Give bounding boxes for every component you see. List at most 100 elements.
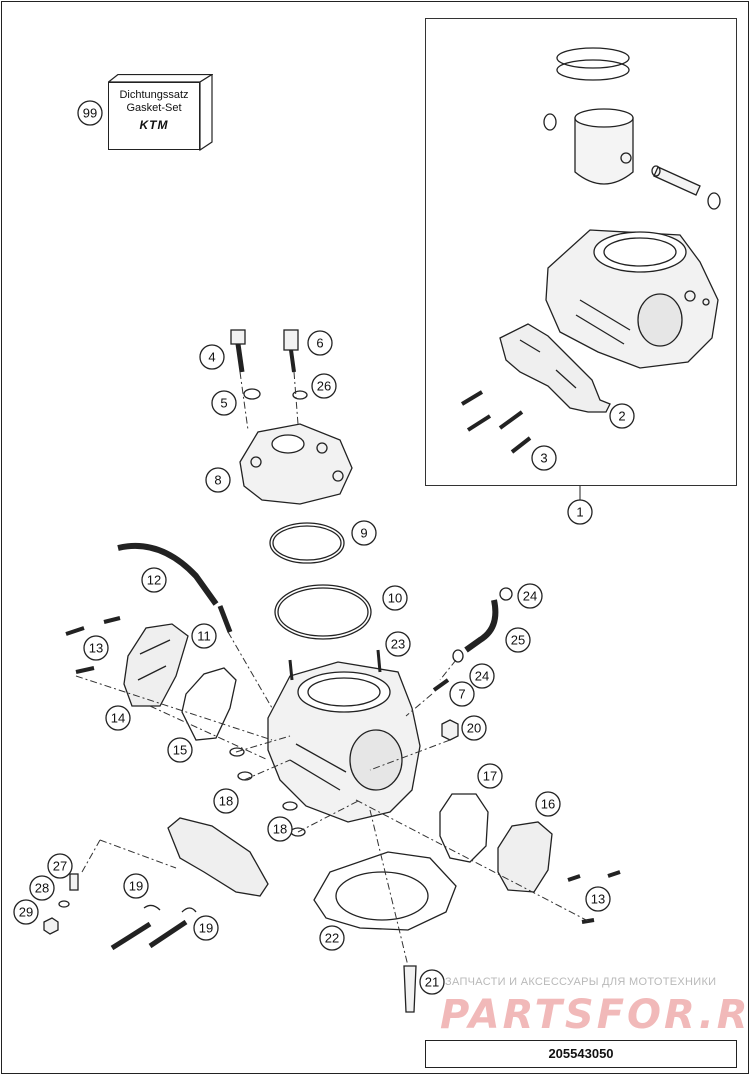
temperature-sensor — [283, 329, 299, 373]
callout-circle — [461, 715, 487, 741]
gasket-set-box: Dichtungssatz Gasket-Set KTM — [108, 74, 213, 152]
callout-c18a: 18 — [213, 788, 239, 814]
callout-c4: 4 — [199, 344, 225, 370]
callout-label: 24 — [523, 589, 537, 604]
piston — [574, 108, 634, 185]
callout-circle — [517, 583, 543, 609]
callout-c24b: 24 — [469, 663, 495, 689]
callout-circle — [193, 915, 219, 941]
callout-circle — [167, 737, 193, 763]
piston-pin — [651, 165, 701, 196]
callout-c7: 7 — [449, 681, 475, 707]
callout-label: 25 — [511, 633, 525, 648]
washer-18a — [229, 747, 245, 757]
right-cover — [497, 821, 553, 893]
callout-c25: 25 — [505, 627, 531, 653]
callout-label: 99 — [83, 106, 97, 121]
callout-label: 5 — [220, 396, 227, 411]
callout-circle — [211, 390, 237, 416]
callout-label: 14 — [111, 711, 125, 726]
callout-label: 21 — [425, 975, 439, 990]
callout-label: 4 — [208, 350, 215, 365]
watermark-brand: PARTSFOR.RU — [440, 992, 752, 1038]
callout-circle — [29, 875, 55, 901]
clamp-24-upper — [499, 587, 513, 601]
clip-19a — [143, 904, 161, 911]
callout-c21: 21 — [419, 969, 445, 995]
callout-circle — [585, 886, 611, 912]
water-hose-25 — [464, 599, 499, 653]
callout-c6: 6 — [307, 330, 333, 356]
callout-label: 13 — [591, 892, 605, 907]
breather-hose — [117, 542, 219, 606]
gasket-label-de: Dichtungssatz — [119, 89, 189, 101]
callout-layer: 1234567891011121313141516171818191920212… — [13, 100, 635, 995]
washer-28 — [58, 900, 70, 908]
callout-label: 11 — [197, 629, 211, 644]
washer-18c — [282, 801, 298, 811]
base-gasket-bore — [335, 871, 429, 921]
callout-c12: 12 — [141, 567, 167, 593]
callout-c9: 9 — [351, 520, 377, 546]
callout-circle — [311, 373, 337, 399]
nut-20 — [441, 719, 459, 741]
ktm-logo: KTM — [139, 118, 169, 132]
callout-label: 13 — [89, 641, 103, 656]
callout-circle — [609, 403, 635, 429]
diagram-part-number: 205543050 — [425, 1040, 737, 1068]
head-o-ring-outer-edge — [277, 587, 369, 637]
fitting-7 — [432, 678, 450, 692]
lower-bolt-left — [110, 921, 152, 951]
callout-c17: 17 — [477, 763, 503, 789]
callout-label: 2 — [618, 409, 625, 424]
callout-c20: 20 — [461, 715, 487, 741]
clamp-24-lower — [452, 649, 464, 663]
callout-c5: 5 — [211, 390, 237, 416]
callout-label: 24 — [475, 669, 489, 684]
callout-circle — [123, 873, 149, 899]
head-o-ring-inner — [269, 522, 345, 564]
callout-c14: 14 — [105, 705, 131, 731]
gasket-box-front: Dichtungssatz Gasket-Set KTM — [108, 82, 200, 150]
callout-c1: 1 — [567, 499, 593, 525]
kit-cylinder — [545, 229, 719, 369]
callout-circle — [83, 635, 109, 661]
callout-label: 7 — [458, 687, 465, 702]
callout-label: 16 — [541, 797, 555, 812]
callout-label: 6 — [316, 336, 323, 351]
callout-c3: 3 — [531, 445, 557, 471]
main-cylinder — [267, 649, 421, 823]
callout-label: 17 — [483, 769, 497, 784]
cylinder-head — [239, 423, 353, 505]
callout-label: 3 — [540, 451, 547, 466]
callout-c19a: 19 — [123, 873, 149, 899]
callout-circle — [477, 763, 503, 789]
left-cover — [123, 623, 189, 707]
callout-circle — [531, 445, 557, 471]
callout-c13a: 13 — [83, 635, 109, 661]
callout-label: 18 — [273, 822, 287, 837]
callout-c13b: 13 — [585, 886, 611, 912]
right-cover-gasket — [439, 793, 489, 863]
o-ring-small — [292, 390, 308, 400]
clip-19b — [181, 907, 197, 913]
callout-label: 22 — [325, 931, 339, 946]
callout-c28: 28 — [29, 875, 55, 901]
callout-circle — [191, 623, 217, 649]
watermark-tagline: ЗАПЧАСТИ И АКСЕССУАРЫ ДЛЯ МОТОТЕХНИКИ — [445, 976, 717, 988]
callout-label: 29 — [19, 905, 33, 920]
callout-circle — [469, 663, 495, 689]
callout-circle — [13, 899, 39, 925]
callout-label: 1 — [576, 505, 583, 520]
head-o-ring-inner-edge — [272, 525, 342, 561]
callout-c18b: 18 — [267, 816, 293, 842]
callout-label: 19 — [129, 879, 143, 894]
hose-nipple — [217, 605, 233, 633]
callout-circle — [199, 344, 225, 370]
gasket-label-en: Gasket-Set — [126, 102, 182, 114]
callout-label: 9 — [360, 526, 367, 541]
callout-c16: 16 — [535, 791, 561, 817]
washer — [243, 388, 261, 400]
